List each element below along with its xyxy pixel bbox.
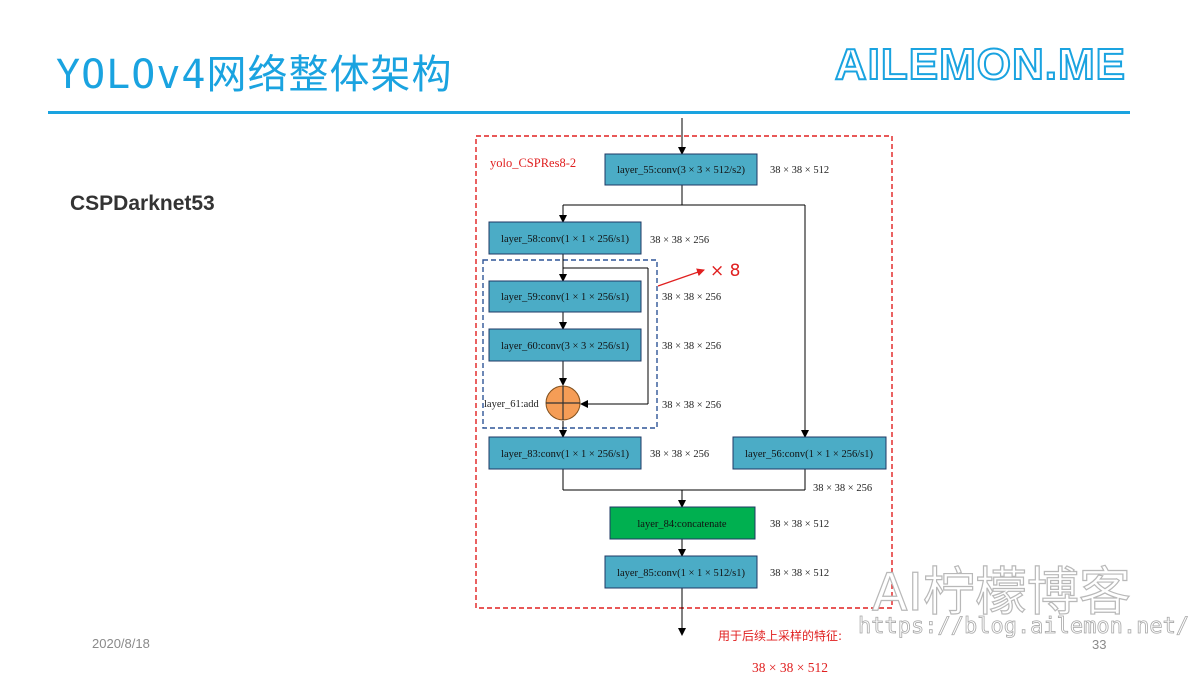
layer-83-label: layer_83:conv(1 × 1 × 256/s1) (501, 449, 629, 460)
layer-56-node: layer_56:conv(1 × 1 × 256/s1) (732, 436, 887, 470)
layer-58-label: layer_58:conv(1 × 1 × 256/s1) (501, 234, 629, 245)
slide-subtitle: CSPDarknet53 (70, 192, 215, 215)
layer-58-node: layer_58:conv(1 × 1 × 256/s1) (488, 221, 642, 255)
layer-59-label: layer_59:conv(1 × 1 × 256/s1) (501, 292, 629, 303)
output-note: 用于后续上采样的特征: (718, 628, 842, 643)
layer-58-dim: 38 × 38 × 256 (650, 235, 709, 246)
csp-block-label: yolo_CSPRes8-2 (490, 156, 576, 170)
layer-55-node: layer_55:conv(3 × 3 × 512/s2) (604, 153, 758, 186)
residual-loop-border (482, 259, 658, 429)
watermark-title: AI柠檬博客 (871, 562, 1131, 623)
layer-60-dim: 38 × 38 × 256 (662, 341, 721, 352)
layer-83-dim: 38 × 38 × 256 (650, 449, 709, 460)
layer-56-label: layer_56:conv(1 × 1 × 256/s1) (745, 449, 873, 460)
brand-logo-text: AILEMON.ME (834, 39, 1126, 90)
layer-60-node: layer_60:conv(3 × 3 × 256/s1) (488, 328, 642, 362)
layer-84-label: layer_84:concatenate (637, 519, 727, 530)
layer-61-dim: 38 × 38 × 256 (662, 400, 721, 411)
layer-61-add-node (545, 385, 581, 421)
layer-84-dim: 38 × 38 × 512 (770, 519, 829, 530)
title-divider (48, 111, 1130, 114)
csp-block-border (475, 135, 893, 609)
connectors (559, 118, 809, 636)
layer-85-label: layer_85:conv(1 × 1 × 512/s1) (617, 568, 745, 579)
slide-title: YOLOv4网络整体架构 (56, 52, 453, 98)
slide-date: 2020/8/18 (92, 636, 150, 651)
layer-60-label: layer_60:conv(3 × 3 × 256/s1) (501, 341, 629, 352)
layer-55-label: layer_55:conv(3 × 3 × 512/s2) (617, 165, 745, 176)
layer-85-node: layer_85:conv(1 × 1 × 512/s1) (604, 555, 758, 589)
repeat-arrow (657, 268, 705, 287)
layer-59-dim: 38 × 38 × 256 (662, 292, 721, 303)
layer-55-dim: 38 × 38 × 512 (770, 165, 829, 176)
layer-61-label: layer_61:add (484, 399, 540, 410)
layer-59-node: layer_59:conv(1 × 1 × 256/s1) (488, 280, 642, 313)
output-dim: 38 × 38 × 512 (752, 660, 828, 675)
layer-83-node: layer_83:conv(1 × 1 × 256/s1) (488, 436, 642, 470)
layer-85-dim: 38 × 38 × 512 (770, 568, 829, 579)
watermark-url: https://blog.ailemon.net/ (858, 614, 1190, 640)
layer-56-dim: 38 × 38 × 256 (813, 483, 872, 494)
repeat-label: × 8 (710, 261, 740, 281)
layer-84-node: layer_84:concatenate (609, 506, 756, 540)
page-number: 33 (1092, 637, 1107, 652)
